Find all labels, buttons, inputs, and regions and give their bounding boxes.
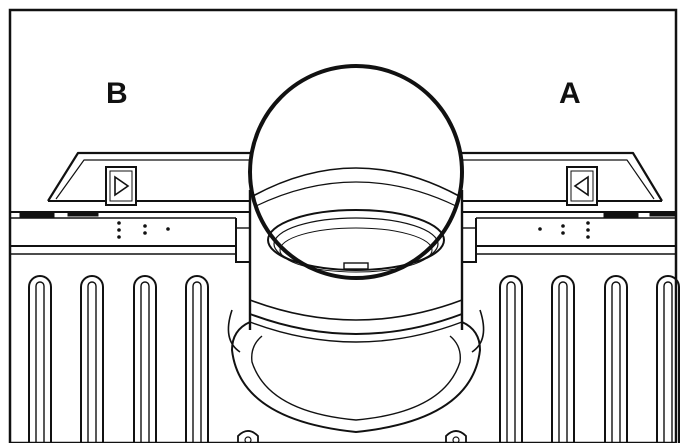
diagram-frame xyxy=(8,8,678,443)
firebox-rib xyxy=(28,275,52,443)
firebox-rib-inner xyxy=(663,281,673,443)
firebox-rib-inner xyxy=(87,281,97,443)
firebox-rib-inner xyxy=(192,281,202,443)
flue-collar-opening xyxy=(248,64,464,280)
firebox-rib xyxy=(133,275,157,443)
firebox-rib xyxy=(499,275,523,443)
firebox-rib xyxy=(551,275,575,443)
top-rail xyxy=(10,211,677,255)
position-dots-right xyxy=(538,221,590,239)
firebox-rib xyxy=(604,275,628,443)
firebox-rib-inner xyxy=(506,281,516,443)
firebox-rib xyxy=(185,275,209,443)
deflector-plate xyxy=(47,151,663,202)
flue-collar-body xyxy=(227,190,485,443)
firebox-rib-inner xyxy=(611,281,621,443)
firebox-rib-inner xyxy=(35,281,45,443)
firebox-rib xyxy=(656,275,680,443)
firebox-ribs xyxy=(28,275,680,443)
left-play-triangle-right-icon xyxy=(105,166,137,206)
label-a: A xyxy=(559,77,581,110)
firebox-rib xyxy=(80,275,104,443)
position-dots-left xyxy=(117,221,170,239)
firebox-rib-inner xyxy=(140,281,150,443)
label-b: B xyxy=(106,77,128,110)
firebox-rib-inner xyxy=(558,281,568,443)
right-play-triangle-left-icon xyxy=(566,166,598,206)
